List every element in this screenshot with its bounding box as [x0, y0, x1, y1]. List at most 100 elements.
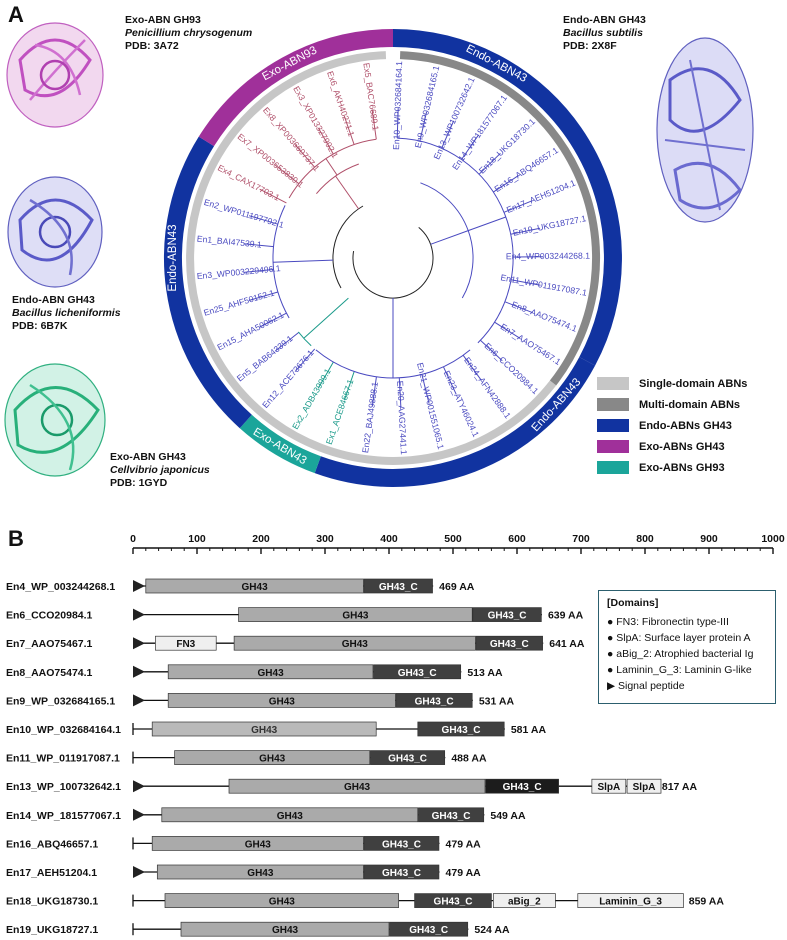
domain-gh43 — [167, 693, 396, 708]
tree-branch — [317, 127, 334, 155]
protein-length-label: 817 AA — [662, 781, 698, 793]
domain-legend-item: ● Laminin_G_3: Laminin G-like — [607, 664, 752, 676]
domain-gh43 — [161, 807, 419, 823]
tree-clade-arc — [420, 182, 474, 299]
signal-peptide-marker — [133, 780, 145, 793]
ring-exo-abn43 — [239, 414, 322, 474]
tree-leaf-label: En3_WP003229496.1 — [196, 263, 281, 281]
tree-leaf-label: Ex1_ACE84667.1 — [324, 378, 356, 446]
domain-label: GH43 — [247, 868, 274, 879]
domain-label: GH43_C — [409, 925, 448, 936]
tree-branch — [371, 109, 377, 140]
domain-label: GH43_C — [398, 668, 437, 679]
domain-label: GH43 — [259, 754, 286, 765]
protein-length-label: 469 AA — [439, 581, 475, 593]
domain-legend-item: ● aBig_2: Atrophied bacterial Ig — [607, 648, 754, 660]
domain-gh43 — [151, 836, 364, 851]
tree-leaf-label: En25_AHF50152.1 — [202, 287, 275, 317]
protein-name: En6_CCO20984.1 — [6, 610, 93, 622]
axis-tick-label: 500 — [444, 533, 462, 545]
tree-branch — [419, 111, 428, 142]
domain-gh43c — [472, 607, 542, 622]
domain-label: GH43_C — [490, 639, 529, 650]
tree-leaf-label: Ex5_BAC76689.1 — [361, 62, 380, 131]
tree-branch — [503, 200, 532, 213]
domain-legend-item: ● FN3: Fibronectin type-III — [607, 616, 729, 628]
enzyme-name: Exo-ABN GH93 — [125, 14, 201, 26]
tree-branch — [273, 259, 334, 263]
domain-label: aBig_2 — [508, 897, 541, 908]
domain-gh43c — [417, 721, 505, 737]
domain-label: GH43 — [269, 696, 296, 707]
enzyme-name: Endo-ABN GH43 — [563, 14, 646, 26]
tree-branch — [443, 366, 457, 395]
domain-extra — [626, 778, 662, 794]
tree-branch — [259, 312, 287, 328]
ring-label-endo-abn43-left: Endo-ABN43 — [167, 224, 179, 291]
pdb-id: PDB: 2X8F — [563, 40, 617, 52]
tree-branch — [243, 243, 274, 248]
structure-3a72-image — [6, 22, 104, 128]
tree-branch — [274, 164, 300, 185]
axis-tick-label: 1000 — [761, 533, 785, 545]
protein-name: En10_WP_032684164.1 — [6, 724, 121, 736]
tree-leaf-label: En17_AEH51204.1 — [505, 178, 577, 215]
tree-leaf-label: En20_AAG27441.1 — [395, 380, 409, 455]
tree-branch — [294, 348, 316, 372]
species-name: Bacillus subtilis — [563, 27, 643, 39]
structure-1gyd-image — [4, 363, 106, 477]
domain-label: GH43_C — [442, 725, 481, 736]
domain-gh43 — [174, 750, 371, 765]
tree-branch — [468, 216, 506, 232]
domain-gh43c — [363, 836, 440, 851]
signal-peptide-marker — [133, 637, 145, 650]
protein-name: En8_AAO75474.1 — [6, 667, 93, 679]
tree-branch — [480, 339, 503, 362]
ring-endo-abn43-left — [163, 136, 252, 429]
tree-branch — [343, 115, 355, 145]
protein-name: En17_AEH51204.1 — [6, 867, 97, 879]
domain-label: Laminin_G_3 — [599, 897, 662, 908]
tree-branch — [494, 321, 521, 339]
pdb-id: PDB: 3A72 — [125, 40, 179, 52]
domain-gh43c — [475, 635, 543, 651]
domain-gh43black — [485, 778, 559, 794]
signal-peptide-marker — [133, 694, 145, 707]
domain-label: GH43_C — [379, 582, 418, 593]
domain-label: GH43 — [344, 782, 371, 793]
protein-name: En18_UKG18730.1 — [6, 896, 98, 908]
legend-swatch — [597, 377, 629, 390]
tree-branch — [510, 227, 541, 235]
legend-item: Exo-ABNs GH43 — [597, 436, 747, 457]
tree-branch — [461, 134, 480, 160]
protein-length-label: 549 AA — [490, 810, 526, 822]
legend-item: Endo-ABNs GH43 — [597, 415, 747, 436]
tree-leaf-label: En23_ATY46024.1 — [442, 369, 481, 439]
axis-tick-label: 800 — [636, 533, 654, 545]
protein-length-label: 513 AA — [467, 667, 503, 679]
domain-label: SlpA — [597, 782, 620, 793]
domain-label: FN3 — [176, 639, 195, 650]
domain-legend-header: [Domains] — [607, 597, 659, 609]
signal-peptide-marker — [133, 580, 145, 592]
tree-branch — [504, 301, 533, 314]
protein-name: En14_WP_181577067.1 — [6, 810, 121, 822]
tree-branch — [396, 108, 399, 139]
signal-peptide-marker — [133, 665, 145, 678]
tree-branch — [294, 144, 315, 168]
protein-name: En11_WP_011917087.1 — [6, 753, 120, 765]
protein-length-label: 581 AA — [511, 724, 547, 736]
species-name: Cellvibrio japonicus — [110, 464, 210, 476]
tree-leaf-label: En22_BAJ49888.1 — [360, 381, 380, 454]
tree-branch — [344, 371, 355, 401]
protein-length-label: 639 AA — [548, 610, 584, 622]
legend-label: Exo-ABNs GH43 — [639, 440, 725, 453]
tree-branch — [398, 377, 402, 408]
domain-gh43c — [418, 807, 485, 823]
protein-length-label: 479 AA — [446, 867, 482, 879]
signal-peptide-marker — [133, 866, 145, 878]
tree-leaf-label: En10_WP032684164.1 — [391, 61, 404, 150]
protein-length-label: 859 AA — [689, 896, 725, 908]
axis-tick-label: 200 — [252, 533, 270, 545]
